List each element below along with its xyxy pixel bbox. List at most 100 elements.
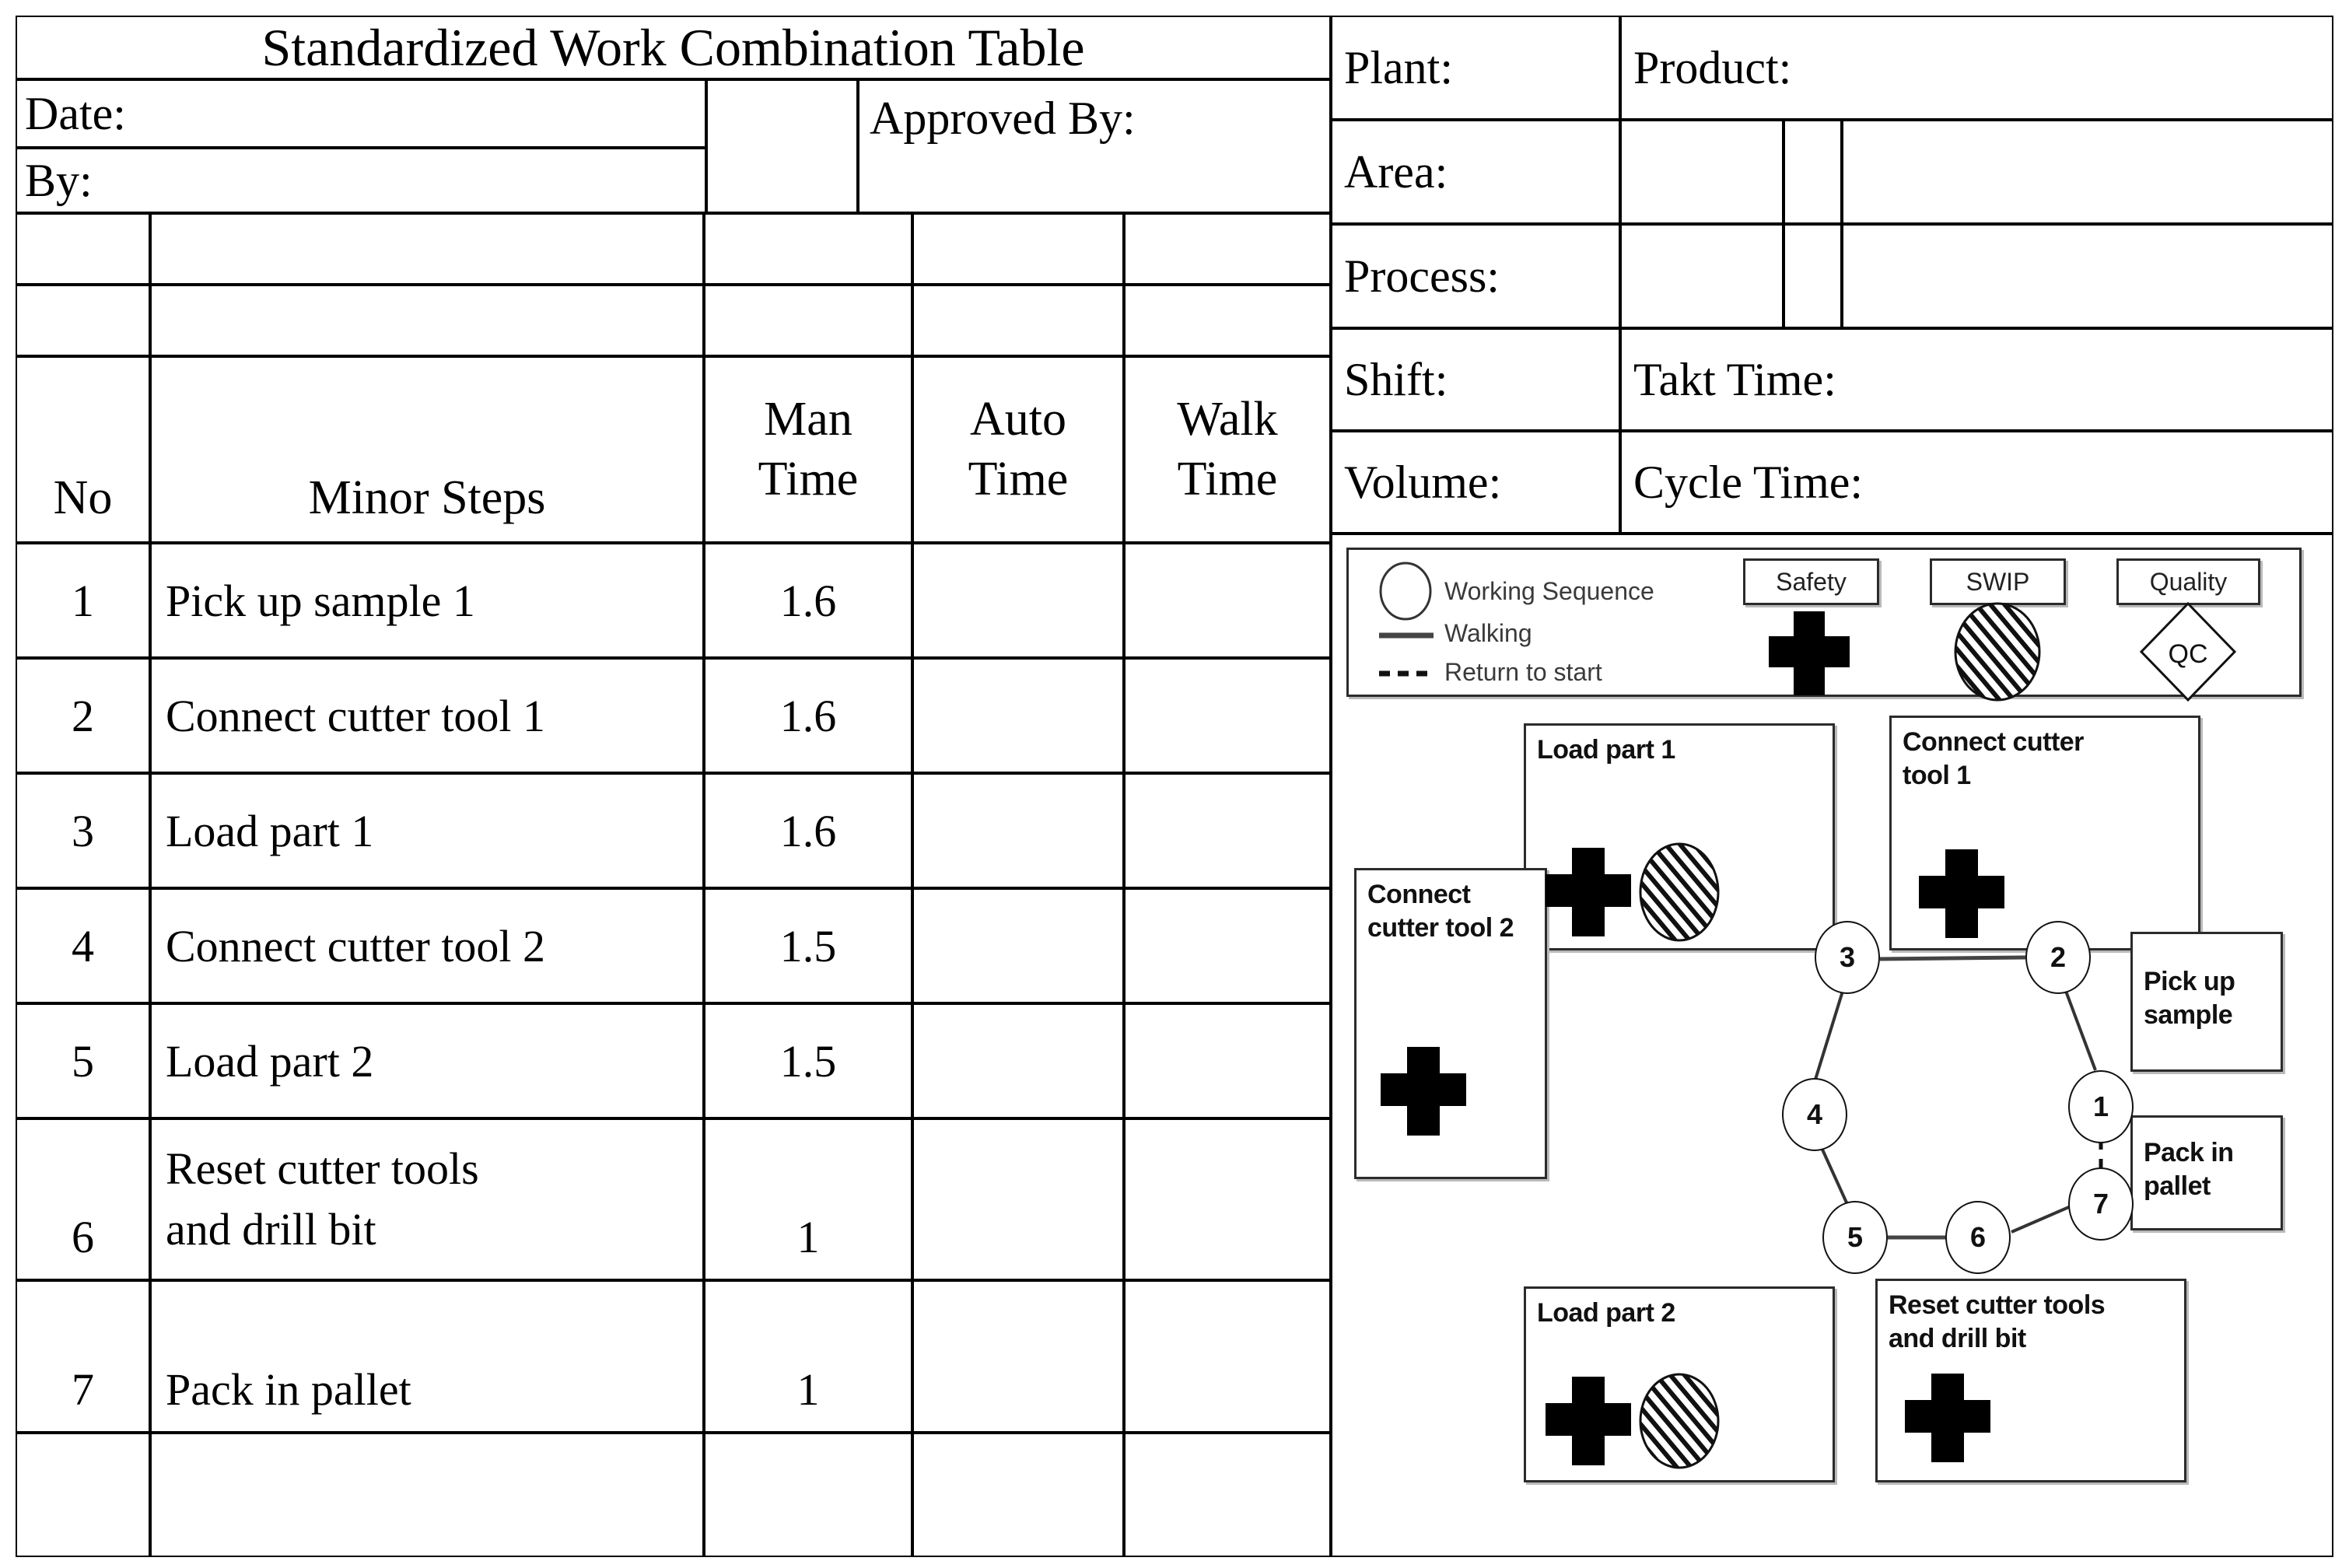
row-man-time: 1 (796, 1212, 820, 1262)
table-row[interactable] (150, 773, 704, 888)
table-row[interactable] (1124, 658, 1331, 773)
sequence-node-6[interactable]: 6 (1945, 1201, 2011, 1274)
table-row[interactable] (150, 888, 704, 1003)
sequence-node-label: 7 (2092, 1188, 2109, 1220)
plant-cell[interactable] (1331, 16, 1620, 120)
table-row[interactable] (912, 888, 1124, 1003)
table-row[interactable] (704, 888, 912, 1003)
table-row[interactable] (16, 1003, 150, 1118)
sequence-node-7[interactable]: 7 (2068, 1167, 2134, 1241)
table-row[interactable] (704, 773, 912, 888)
diagram-box-connect-cutter-tool-2[interactable]: Connect cutter tool 2 (1354, 868, 1547, 1179)
table-row[interactable] (912, 658, 1124, 773)
th-minor-steps-label: Minor Steps (308, 471, 546, 524)
table-row[interactable] (150, 1433, 704, 1557)
sequence-node-3[interactable]: 3 (1815, 921, 1880, 994)
table-row[interactable] (912, 543, 1124, 658)
table-row[interactable] (704, 543, 912, 658)
table-row[interactable] (1124, 1433, 1331, 1557)
table-row[interactable] (150, 1118, 704, 1280)
table-row[interactable] (1124, 773, 1331, 888)
legend-safety-label: Safety (1776, 567, 1847, 596)
table-row[interactable] (1124, 1118, 1331, 1280)
table-row[interactable] (704, 1003, 912, 1118)
date-cell[interactable] (16, 79, 706, 148)
diagram-box-reset-cutter-tools[interactable]: Reset cutter tools and drill bit (1875, 1279, 2186, 1482)
blank-row2-man[interactable] (704, 285, 912, 356)
blank-row1-steps[interactable] (150, 213, 704, 285)
row-step: Pack in pallet (166, 1364, 411, 1415)
legend-quality-chip: Quality (2116, 558, 2260, 605)
row-step: Load part 2 (166, 1035, 374, 1087)
table-row[interactable] (150, 543, 704, 658)
process-value-cell-c[interactable] (1842, 224, 2333, 328)
table-row[interactable] (16, 543, 150, 658)
th-no (16, 356, 150, 543)
volume-cell[interactable] (1331, 431, 1620, 534)
blank-row2-no[interactable] (16, 285, 150, 356)
shift-cell[interactable] (1331, 328, 1620, 431)
blank-row1-walk[interactable] (1124, 213, 1331, 285)
diagram-box-label-line2: tool 1 (1903, 760, 1971, 790)
area-value-cell-b[interactable] (1784, 120, 1842, 224)
table-row[interactable] (912, 1280, 1124, 1433)
table-row[interactable] (704, 658, 912, 773)
table-row[interactable] (704, 1280, 912, 1433)
table-row[interactable] (912, 1433, 1124, 1557)
by-label: By: (25, 155, 93, 206)
table-row[interactable] (912, 1118, 1124, 1280)
blank-row2-steps[interactable] (150, 285, 704, 356)
row-step-line2: and drill bit (166, 1204, 376, 1255)
area-value-cell-c[interactable] (1842, 120, 2333, 224)
table-row[interactable] (150, 658, 704, 773)
sequence-node-4[interactable]: 4 (1782, 1078, 1847, 1151)
product-cell[interactable] (1620, 16, 2333, 120)
table-row[interactable] (16, 1433, 150, 1557)
row-no: 2 (72, 690, 94, 741)
table-row[interactable] (912, 1003, 1124, 1118)
table-row[interactable] (16, 773, 150, 888)
table-row[interactable] (1124, 1280, 1331, 1433)
approved-by-label: Approved By: (870, 93, 1136, 144)
blank-row1-man[interactable] (704, 213, 912, 285)
diagram-box-pack-in-pallet[interactable]: Pack in pallet (2130, 1115, 2283, 1230)
diagram-box-load-part-1[interactable]: Load part 1 (1524, 723, 1835, 950)
table-row[interactable] (1124, 1003, 1331, 1118)
sequence-node-5[interactable]: 5 (1822, 1201, 1888, 1274)
table-row[interactable] (150, 1003, 704, 1118)
table-row[interactable] (16, 1280, 150, 1433)
process-value-cell-a[interactable] (1620, 224, 1784, 328)
diagram-box-load-part-2[interactable]: Load part 2 (1524, 1286, 1835, 1482)
process-cell[interactable] (1331, 224, 1620, 328)
table-row[interactable] (16, 658, 150, 773)
takt-time-cell[interactable] (1620, 328, 2333, 431)
process-value-cell-b[interactable] (1784, 224, 1842, 328)
blank-row2-auto[interactable] (912, 285, 1124, 356)
table-row[interactable] (704, 1118, 912, 1280)
walk-segment-6-7 (2011, 1202, 2077, 1234)
date-blank-cell[interactable] (706, 79, 858, 213)
table-row[interactable] (16, 1118, 150, 1280)
th-auto-time (912, 356, 1124, 543)
diagram-box-pick-up-sample[interactable]: Pick up sample (2130, 932, 2283, 1072)
volume-label: Volume: (1344, 457, 1502, 508)
table-row[interactable] (1124, 888, 1331, 1003)
area-cell[interactable] (1331, 120, 1620, 224)
cycle-time-cell[interactable] (1620, 431, 2333, 534)
page-title: Standardized Work Combination Table (261, 17, 1085, 77)
area-value-cell-a[interactable] (1620, 120, 1784, 224)
blank-row1-auto[interactable] (912, 213, 1124, 285)
table-row[interactable] (1124, 543, 1331, 658)
blank-row1-no[interactable] (16, 213, 150, 285)
blank-row2-walk[interactable] (1124, 285, 1331, 356)
table-row[interactable] (150, 1280, 704, 1433)
diagram-box-connect-cutter-tool-1[interactable]: Connect cutter tool 1 (1889, 716, 2200, 950)
diagram-box-label-line2: and drill bit (1889, 1323, 2026, 1353)
approved-by-cell[interactable] (858, 79, 1331, 213)
sequence-node-2[interactable]: 2 (2025, 921, 2091, 994)
table-row[interactable] (16, 888, 150, 1003)
sequence-node-1[interactable]: 1 (2068, 1070, 2134, 1143)
table-row[interactable] (704, 1433, 912, 1557)
by-cell[interactable] (16, 148, 706, 213)
table-row[interactable] (912, 773, 1124, 888)
